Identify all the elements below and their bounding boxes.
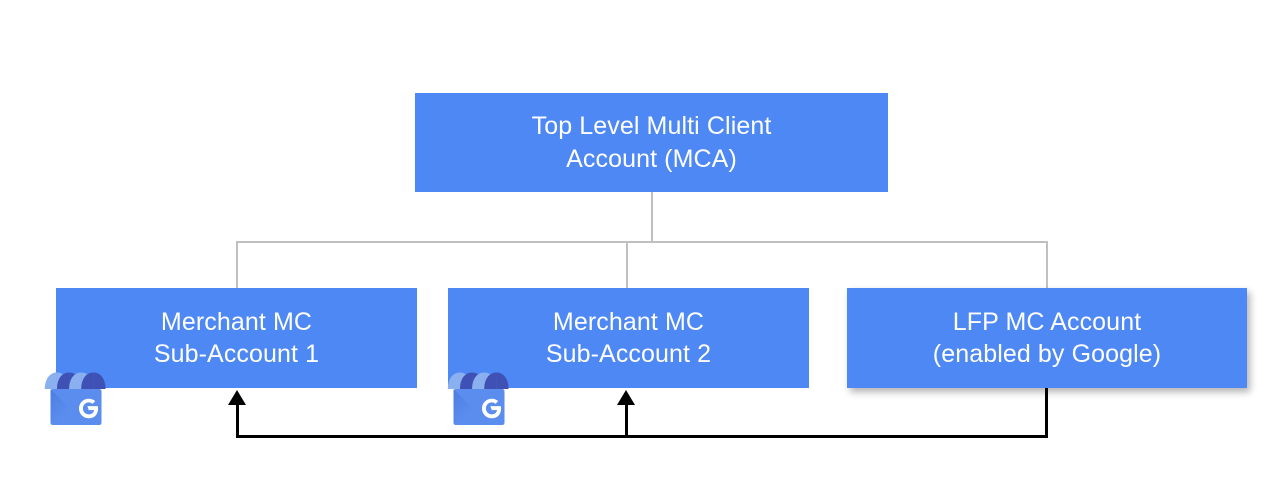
feed-line-lfp-down bbox=[1045, 388, 1048, 438]
feed-arrowhead-merchant2 bbox=[617, 390, 635, 405]
connector-drop-lfp bbox=[1046, 241, 1048, 289]
google-my-business-icon-merchant1 bbox=[40, 362, 112, 434]
node-lfp-mc-account[interactable]: LFP MC Account (enabled by Google) bbox=[847, 288, 1247, 388]
connector-horizontal-bus bbox=[236, 241, 1048, 243]
connector-drop-merchant1 bbox=[236, 241, 238, 289]
feed-arrowhead-merchant1 bbox=[228, 390, 246, 405]
google-my-business-icon-merchant2 bbox=[443, 362, 515, 434]
node-top-level-mca[interactable]: Top Level Multi Client Account (MCA) bbox=[415, 93, 888, 192]
node-merchant-sub-account-2-label: Merchant MC Sub-Account 2 bbox=[545, 307, 712, 369]
node-top-level-mca-label: Top Level Multi Client Account (MCA) bbox=[531, 112, 772, 173]
connector-drop-merchant2 bbox=[626, 241, 628, 289]
node-merchant-sub-account-2[interactable]: Merchant MC Sub-Account 2 bbox=[448, 288, 809, 388]
feed-line-horizontal bbox=[236, 435, 1048, 438]
google-g-glyph bbox=[482, 398, 502, 419]
feed-line-up-merchant1 bbox=[236, 402, 239, 438]
node-merchant-sub-account-1-label: Merchant MC Sub-Account 1 bbox=[153, 307, 320, 369]
feed-line-up-merchant2 bbox=[625, 402, 628, 438]
node-merchant-sub-account-1[interactable]: Merchant MC Sub-Account 1 bbox=[56, 288, 417, 388]
connector-top-stem bbox=[651, 192, 653, 243]
node-lfp-mc-account-label: LFP MC Account (enabled by Google) bbox=[932, 307, 1162, 369]
google-g-glyph bbox=[79, 398, 99, 419]
